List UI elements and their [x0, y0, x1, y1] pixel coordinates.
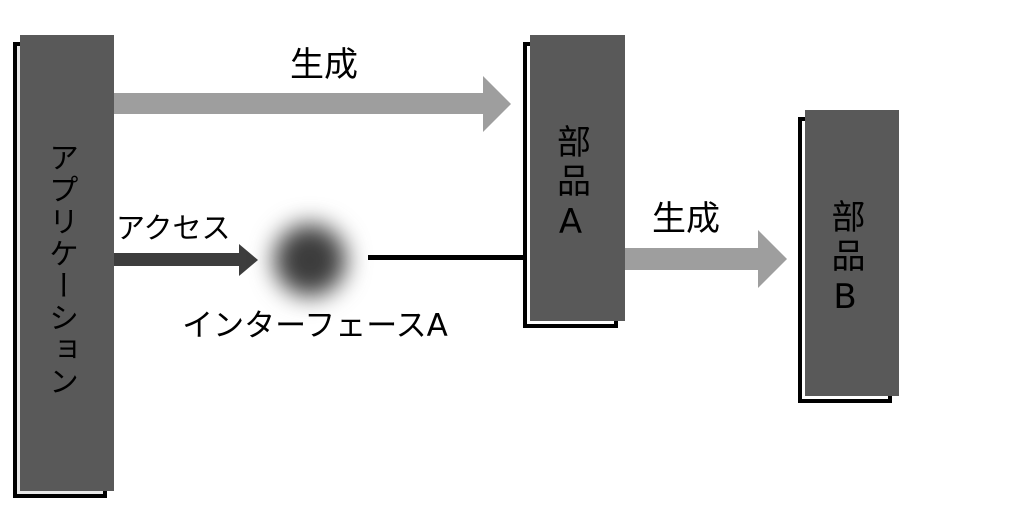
generate-label-right: 生成 — [652, 199, 720, 239]
generate-arrow-a-to-b-body — [620, 248, 758, 270]
component-a-label: 部品A — [550, 123, 591, 247]
application-label: アプリケーション — [43, 142, 78, 398]
component-b-label: 部品B — [825, 198, 865, 322]
access-label: アクセス — [116, 211, 231, 245]
access-arrow-head — [239, 244, 258, 276]
interface-blob — [274, 224, 346, 296]
interface-connector-line — [368, 255, 524, 260]
access-arrow-body — [107, 253, 239, 266]
generate-label-top: 生成 — [290, 45, 358, 85]
application-box: アプリケーション — [13, 42, 107, 498]
generate-arrow-app-to-a-head — [483, 76, 511, 132]
interface-label: インターフェースA — [182, 308, 448, 344]
component-a-box: 部品A — [523, 42, 618, 328]
component-b-box: 部品B — [798, 117, 892, 403]
generate-arrow-app-to-a-body — [107, 93, 483, 114]
generate-arrow-a-to-b-head — [758, 230, 787, 288]
